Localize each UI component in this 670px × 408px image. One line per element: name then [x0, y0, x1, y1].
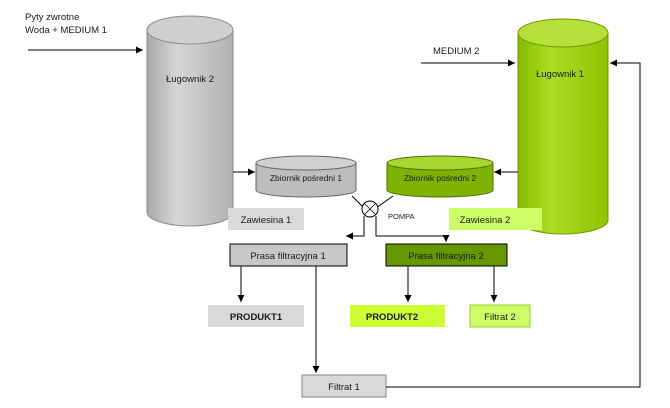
- suspension-1-box: Zawiesina 1: [228, 208, 304, 230]
- filtrate-1-box: Filtrat 1: [301, 374, 387, 398]
- product-2-label: PRODUKT2: [366, 312, 418, 323]
- filter-press-2-label: Prasa filtracyjna 2: [408, 251, 484, 262]
- filter-press-1-box: Prasa filtracyjna 1: [229, 243, 348, 267]
- filter-press-2-box: Prasa filtracyjna 2: [385, 243, 508, 267]
- leaching-tank-2-label: Ługownik 2: [166, 74, 214, 85]
- input-label-medium2: MEDIUM 2: [433, 46, 479, 57]
- intermediate-tank-2-label: Zbiornik pośredni 2: [404, 173, 477, 183]
- product-2-box: PRODUKT2: [350, 305, 445, 327]
- input-label-water-medium1: Woda + MEDIUM 1: [25, 25, 107, 36]
- product-1-label: PRODUKT1: [230, 312, 283, 323]
- pump-label: POMPA: [388, 212, 415, 221]
- filter-press-1-label: Prasa filtracyjna 1: [250, 251, 326, 262]
- suspension-2-box: Zawiesina 2: [449, 208, 542, 230]
- intermediate-tank-1-label: Zbiornik pośredni 1: [270, 173, 343, 183]
- suspension-2-label: Zawiesina 2: [460, 215, 511, 226]
- flow-pump-to-press2: [375, 216, 450, 242]
- leaching-tank-1: Ługownik 1: [517, 18, 609, 235]
- leaching-tank-1-label: Ługownik 1: [536, 69, 584, 80]
- filtrate-2-box: Filtrat 2: [469, 304, 531, 328]
- intermediate-tank-2: Zbiornik pośredni 2: [386, 155, 494, 198]
- suspension-1-label: Zawiesina 1: [241, 215, 292, 226]
- product-1-box: PRODUKT1: [208, 305, 304, 327]
- flow-pump-to-press1: [346, 216, 365, 240]
- input-label-returns: Pyty zwrotne: [25, 12, 79, 23]
- pump-symbol: POMPA: [351, 195, 415, 221]
- intermediate-tank-1: Zbiornik pośredni 1: [255, 155, 357, 198]
- filtrate-2-label: Filtrat 2: [484, 312, 516, 323]
- flow-filtrate1-recycle: [386, 59, 641, 388]
- leaching-tank-2: Ługownik 2: [146, 15, 234, 227]
- filtrate-1-label: Filtrat 1: [328, 382, 360, 393]
